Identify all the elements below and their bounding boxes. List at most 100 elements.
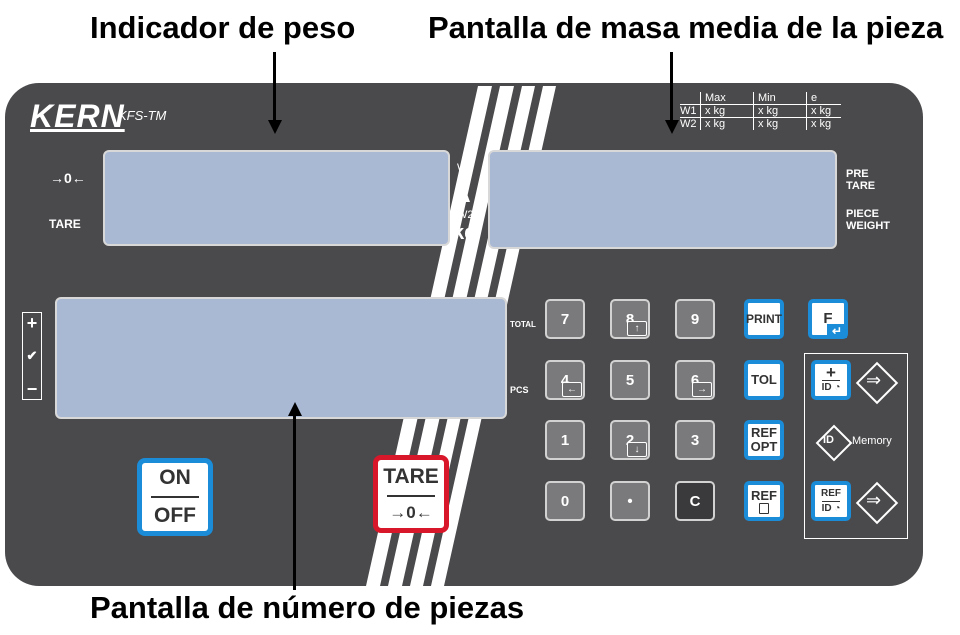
- spec-cell: x kg: [700, 105, 753, 117]
- key-8[interactable]: 8↑: [610, 299, 650, 339]
- print-button[interactable]: PRINT: [744, 299, 784, 339]
- tare-label: TARE: [383, 465, 439, 488]
- key-5[interactable]: 5: [610, 360, 650, 400]
- key-4[interactable]: 4←: [545, 360, 585, 400]
- memory-label: Memory: [852, 435, 892, 447]
- f-enter-button[interactable]: F ↵: [808, 299, 848, 339]
- piece-weight-line1: PIECE: [846, 208, 880, 220]
- plus-icon: +: [26, 313, 38, 333]
- ref-opt-button[interactable]: REF OPT: [744, 420, 784, 460]
- minus-icon: −: [26, 379, 38, 399]
- key-3[interactable]: 3: [675, 420, 715, 460]
- arrow-down-icon: [268, 120, 282, 134]
- total-indicator-label: TOTAL: [510, 320, 536, 329]
- key-label: 9: [690, 310, 700, 328]
- key-7[interactable]: 7: [545, 299, 585, 339]
- plus-icon: +: [826, 363, 836, 382]
- arrow-down-icon: ↓: [627, 442, 647, 457]
- tolerance-indicator: + ✔ −: [22, 312, 42, 400]
- off-label: OFF: [154, 504, 196, 527]
- key-label: 4: [560, 371, 570, 389]
- spec-header-min: Min: [753, 92, 806, 104]
- on-off-button[interactable]: ON OFF: [137, 458, 213, 536]
- key-label: C: [689, 492, 701, 510]
- ref-label: REF: [821, 487, 841, 499]
- kern-logo: KERN: [30, 98, 125, 134]
- ref-id-button[interactable]: REF ID ◔: [811, 481, 851, 521]
- ref-weight-button[interactable]: REF: [744, 481, 784, 521]
- spec-header-e: e: [806, 92, 841, 104]
- key-9[interactable]: 9: [675, 299, 715, 339]
- key-label: 8: [625, 310, 635, 328]
- range-bar-icon: [454, 180, 470, 202]
- piece-weight-display: [488, 150, 837, 249]
- zero-indicator-label: →0←: [50, 170, 86, 186]
- arrow-left-icon: ←: [562, 382, 582, 397]
- spec-header-max: Max: [700, 92, 753, 104]
- key-label-line2: OPT: [750, 439, 778, 454]
- model-label: KFS-TM: [118, 108, 167, 123]
- key-label: 6: [690, 371, 700, 389]
- key-label: F: [823, 310, 833, 327]
- spec-cell: x kg: [753, 105, 806, 117]
- plus-id-button[interactable]: + ID ◔: [811, 360, 851, 400]
- key-decimal[interactable]: •: [610, 481, 650, 521]
- tare-zero-button[interactable]: TARE →0←: [373, 455, 449, 533]
- id-label: ID ◔: [821, 500, 841, 514]
- tare-indicator-label: TARE: [49, 217, 81, 231]
- key-clear[interactable]: C: [675, 481, 715, 521]
- key-6[interactable]: 6→: [675, 360, 715, 400]
- avg-mass-callout: Pantalla de masa media de la pieza: [428, 10, 944, 45]
- key-2[interactable]: 2↓: [610, 420, 650, 460]
- spec-table: Max Min e W1 x kg x kg x kg W2 x kg x kg…: [680, 92, 841, 130]
- piece-count-display: [55, 297, 507, 419]
- on-label: ON: [159, 466, 191, 489]
- w1-indicator-label: W1: [457, 162, 474, 174]
- key-label: REF: [751, 487, 777, 503]
- piece-count-callout: Pantalla de número de piezas: [90, 590, 525, 625]
- spec-row-label-w1: W1: [680, 105, 697, 117]
- piece-weight-line2: WEIGHT: [846, 220, 890, 232]
- check-icon: ✔: [26, 348, 38, 363]
- key-label: 0: [560, 492, 570, 510]
- spec-cell: x kg: [806, 118, 841, 130]
- pre-tare-label: PRE TARE: [846, 168, 875, 192]
- key-label: 7: [560, 310, 570, 328]
- key-label: 1: [560, 431, 570, 449]
- spec-cell: x kg: [753, 118, 806, 130]
- piece-count-arrow: [293, 416, 296, 590]
- spec-cell: x kg: [806, 105, 841, 117]
- spec-row-label-w2: W2: [680, 118, 697, 130]
- arrow-up-icon: [288, 402, 302, 416]
- key-label: PRINT: [746, 312, 782, 326]
- key-0[interactable]: 0: [545, 481, 585, 521]
- tol-button[interactable]: TOL: [744, 360, 784, 400]
- w2-indicator-label: W2: [457, 209, 474, 221]
- key-label: •: [627, 492, 633, 510]
- arrow-right-icon: →: [692, 382, 712, 397]
- arrow-up-icon: ↑: [627, 321, 647, 336]
- pcs-indicator-label: PCS: [510, 385, 529, 395]
- arrow-down-icon: [665, 120, 679, 134]
- weight-indicator-callout: Indicador de peso: [90, 10, 356, 45]
- spec-cell: x kg: [700, 118, 753, 130]
- key-label: 5: [625, 371, 635, 389]
- enter-icon: ↵: [827, 324, 847, 338]
- key-label: 2: [625, 431, 635, 449]
- piece-weight-label: PIECE WEIGHT: [846, 208, 890, 232]
- weight-display: [103, 150, 450, 246]
- weight-indicator-arrow: [273, 52, 276, 122]
- zero-label: →0←: [389, 503, 433, 522]
- key-1[interactable]: 1: [545, 420, 585, 460]
- id-label: ID ◔: [821, 380, 841, 393]
- key-label: 3: [690, 431, 700, 449]
- recall-arrow-glyph: ⇒: [866, 490, 882, 510]
- key-label-line1: REF: [751, 425, 777, 440]
- key-label: TOL: [751, 372, 777, 387]
- avg-mass-arrow: [670, 52, 673, 122]
- memory-id-label: ID: [823, 434, 834, 446]
- weight-icon: [759, 502, 769, 514]
- store-arrow-glyph: ⇒: [866, 370, 882, 390]
- memory-group: [804, 353, 908, 539]
- pre-tare-line1: PRE: [846, 168, 869, 180]
